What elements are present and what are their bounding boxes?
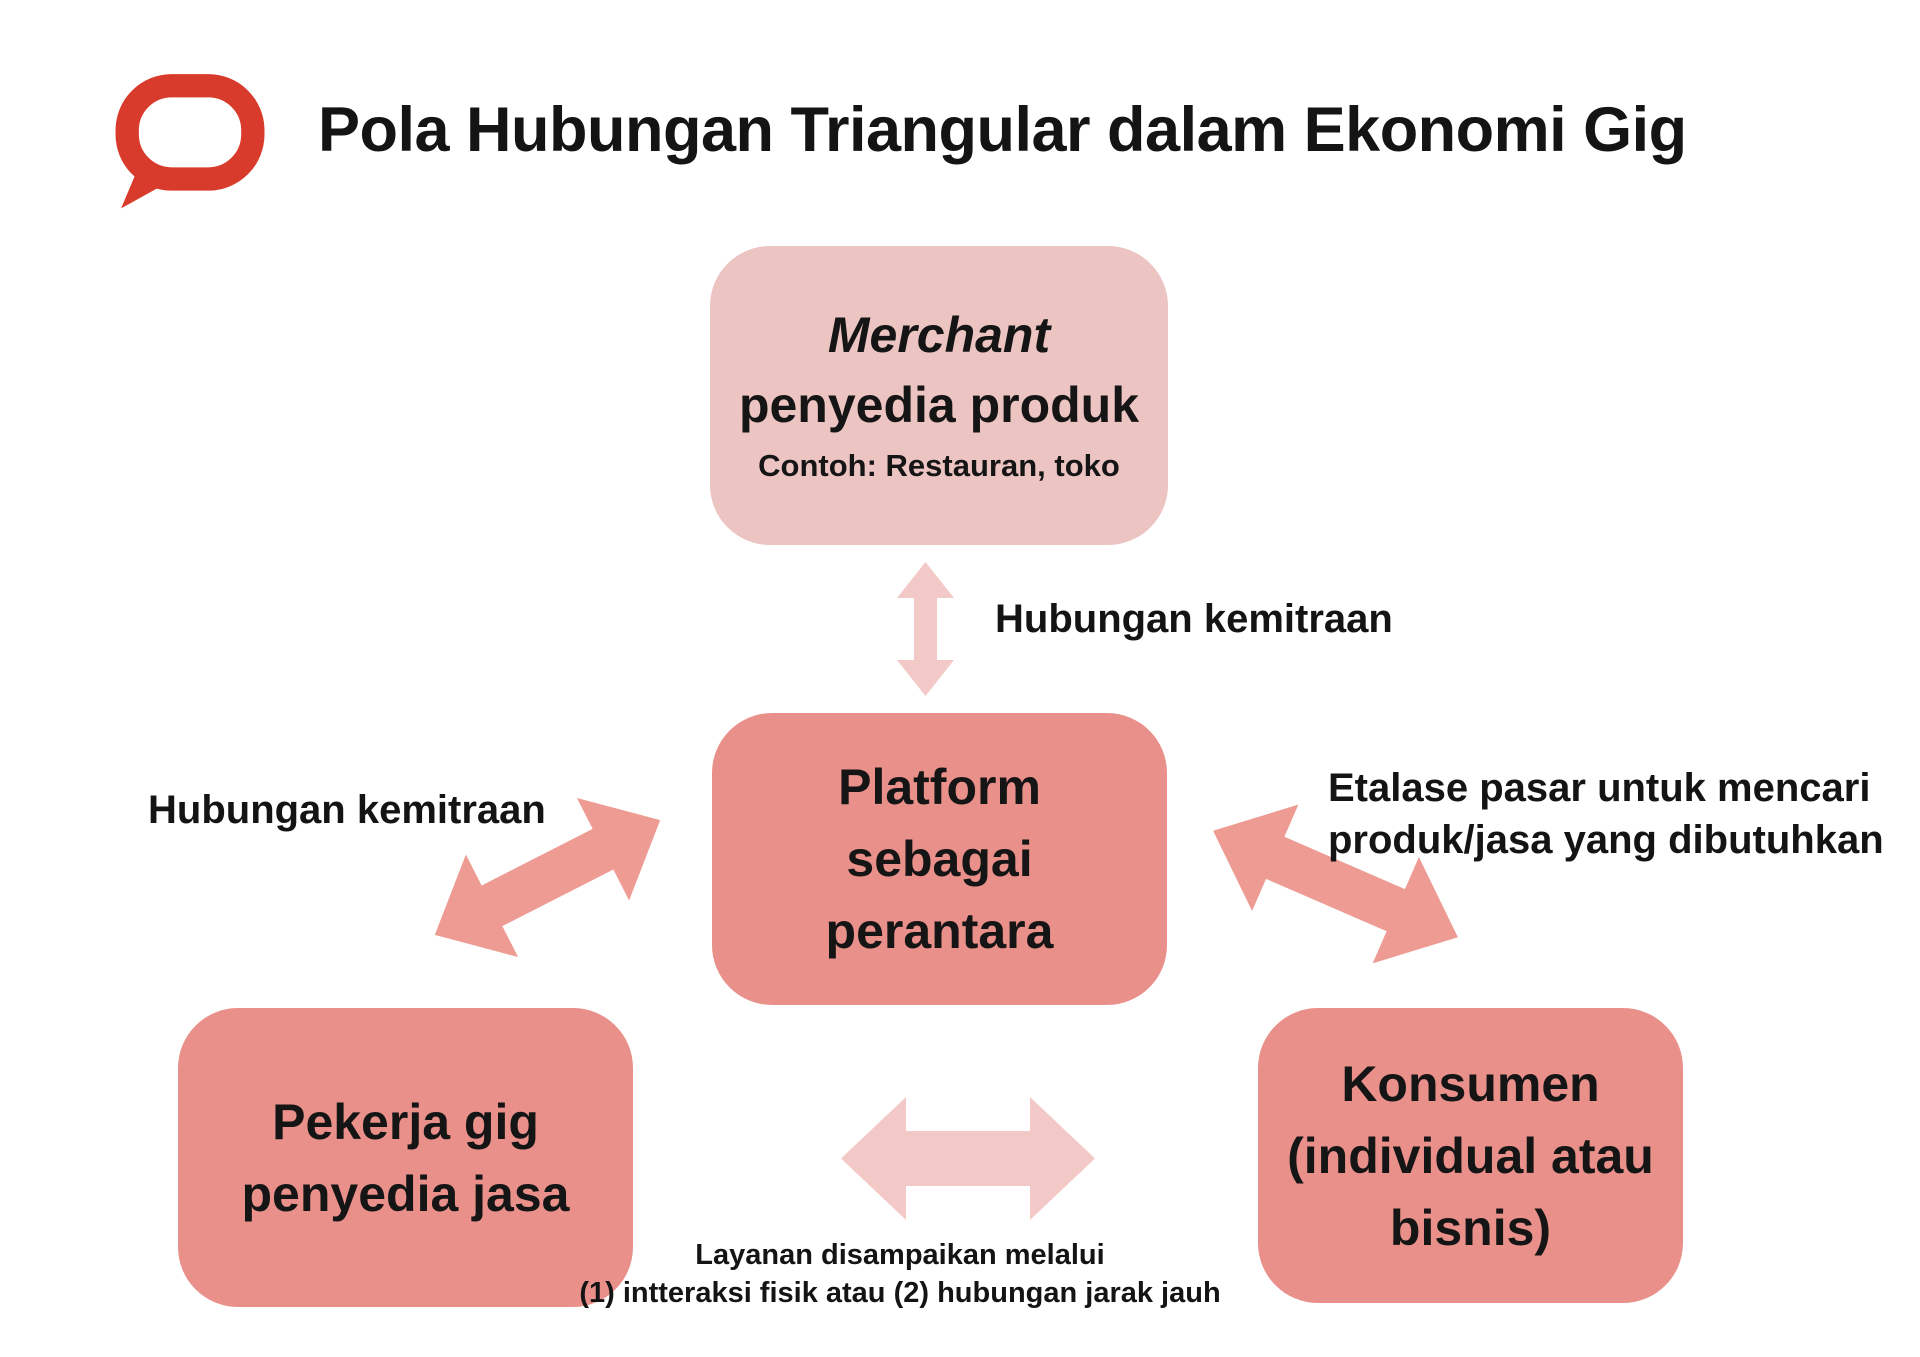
page-title: Pola Hubungan Triangular dalam Ekonomi G… [318,95,1687,165]
merchant-example: Contoh: Restauran, toko [758,447,1120,483]
double-arrow-merchant-platform-icon [897,562,954,696]
edge-label-line: Etalase pasar untuk mencari [1328,766,1871,810]
platform-line: sebagai [846,831,1033,887]
consumer-line: bisnis) [1389,1199,1552,1256]
edge-label-platform-consumer: Etalase pasar untuk mencari produk/jasa … [1328,762,1920,866]
node-merchant: Merchant penyedia produk Contoh: Restaur… [710,246,1168,545]
node-consumer: Konsumen (individual atau bisnis) [1258,1008,1683,1303]
double-arrow-worker-consumer-icon [841,1097,1095,1220]
worker-line: penyedia jasa [241,1165,570,1222]
edge-label-merchant-platform: Hubungan kemitraan [995,597,1393,641]
edge-label-line: Layanan disampaikan melalui [695,1239,1105,1271]
double-arrow-worker-platform-icon [434,797,661,958]
consumer-line: Konsumen [1341,1055,1600,1112]
edge-label-worker-consumer: Layanan disampaikan melalui (1) intterak… [530,1236,1270,1312]
double-arrow-platform-consumer-icon [1213,804,1458,964]
edge-label-line: (1) intteraksi fisik atau (2) hubungan j… [579,1277,1221,1309]
node-platform: Platform sebagai perantara [712,713,1167,1005]
platform-line: Platform [838,759,1041,815]
merchant-name: Merchant [827,306,1051,363]
speech-bubble-icon [115,74,265,209]
node-gig-worker: Pekerja gig penyedia jasa [178,1008,633,1307]
worker-line: Pekerja gig [272,1093,539,1150]
merchant-role: penyedia produk [738,376,1140,433]
edge-label-line: produk/jasa yang dibutuhkan [1328,818,1884,862]
platform-line: perantara [825,903,1054,959]
edge-label-worker-platform: Hubungan kemitraan [148,788,546,832]
consumer-line: (individual atau [1287,1127,1654,1184]
